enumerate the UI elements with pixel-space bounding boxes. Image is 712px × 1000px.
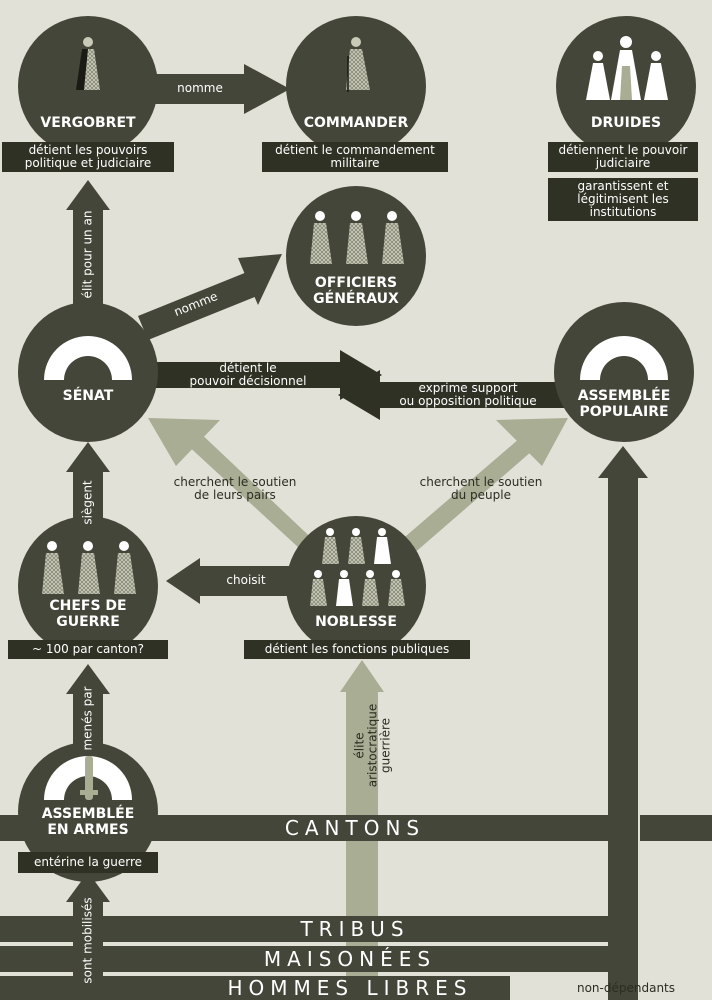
hemicycle-icon [44,756,132,800]
druides-caption-2: garantissent et légitimisent les institu… [548,178,698,221]
label-choisit: choisit [226,573,266,587]
assemblee-armes-title: ASSEMBLÉE EN ARMES [18,806,158,838]
label-non-dependants: non-dépendants [576,981,676,995]
figure-chef-icon [78,541,100,594]
commander-title: COMMANDER [303,115,409,131]
band-cantons-right [640,815,712,841]
noblesse-title: NOBLESSE [315,614,397,630]
vergobret-caption: détient les pouvoirs politique et judici… [2,142,174,172]
band-hommes-libres [0,976,510,1000]
figure-officier-icon [382,211,404,264]
figure-noble-icon [388,570,405,606]
arrow-nomme-officiers [138,254,282,340]
label-siegent: siègent [80,480,95,525]
band-tribus [0,916,610,942]
druides-title: DRUIDES [590,115,662,131]
label-elite-guerriere: élite aristocratique guerrière [353,691,393,801]
figure-vergobret-icon [76,37,100,90]
assemblee-armes-caption: entérine la guerre [18,852,158,873]
label-peuple-line2: du peuple [451,488,511,502]
vergobret-title: VERGOBRET [40,115,136,131]
label-pairs-line1: cherchent le soutien [173,475,297,489]
arrow-detient-decisionnel [150,350,382,400]
figure-druide-icon [611,36,641,100]
label-detient-decisionnel: détient le pouvoir décisionnel [158,362,338,388]
figure-officier-icon [310,211,332,264]
figure-druide-icon [586,51,610,100]
circle-assemblee-populaire [554,302,694,442]
chefs-title-line1: CHEFS DE [49,598,127,614]
arrow-nomme-commander [150,64,290,114]
band-maisonees-label: MAISONÉES [263,947,437,971]
arrow-elit-vergobret [66,180,110,310]
arrow-non-dependants [598,446,648,1000]
chefs-title-line2: GUERRE [56,614,120,630]
chefs-caption: ~ 100 par canton? [8,640,168,659]
label-exprime-line2: ou opposition politique [399,394,537,408]
assemblee-populaire-title: ASSEMBLÉE POPULAIRE [554,388,694,420]
band-cantons-label: CANTONS [284,816,426,840]
officiers-title: OFFICIERS GÉNÉRAUX [286,275,426,307]
label-nomme-top: nomme [177,81,223,95]
commander-caption: détient le commandement militaire [262,142,448,172]
figure-noble-icon [322,528,339,564]
figure-chef-icon [114,541,136,594]
arrow-choisit [166,558,300,604]
band-tribus-label: TRIBUS [300,917,410,941]
arrow-menes-par [66,664,110,750]
label-pairs-line2: de leurs pairs [194,488,276,502]
figure-officier-icon [346,211,368,264]
figure-commander-icon [346,37,370,92]
figure-noble-icon [362,570,379,606]
figure-noble-icon [336,570,353,606]
assemblee-populaire-title-line2: POPULAIRE [579,404,669,420]
druides-caption-1: détiennent le pouvoir judiciaire [548,142,698,172]
label-sont-mobilises: sont mobilisés [80,897,95,984]
figure-chef-icon [42,541,64,594]
label-exprime-line1: exprime support [418,381,518,395]
label-elite-line3: guerrière [378,717,393,774]
circle-senat [18,302,158,442]
label-cherchent-pairs: cherchent le soutien de leurs pairs [150,476,320,502]
chefs-title: CHEFS DE GUERRE [18,598,158,630]
label-detient-line2: pouvoir décisionnel [189,374,307,388]
label-elit: élit pour un an [80,210,95,299]
officiers-title-line1: OFFICIERS [314,275,398,291]
circle-noblesse [286,516,426,656]
sword-icon [80,756,98,800]
noblesse-caption: détient les fonctions publiques [244,640,470,659]
figure-noble-icon [348,528,365,564]
officiers-title-line2: GÉNÉRAUX [313,291,399,307]
label-detient-line1: détient le [219,361,277,375]
assemblee-armes-title-line2: EN ARMES [47,822,129,838]
arrow-noblesse-to-populaire [392,418,568,562]
assemblee-populaire-title-line1: ASSEMBLÉE [577,388,671,404]
label-exprime-support: exprime support ou opposition politique [374,382,562,408]
figure-noble-icon [310,570,327,606]
band-hommes-libres-label: HOMMES LIBRES [227,976,473,1000]
label-menes-par: menés par [80,686,95,751]
hemicycle-icon [580,336,668,380]
senat-title: SÉNAT [62,388,114,404]
hemicycle-icon [44,336,132,380]
label-cherchent-peuple: cherchent le soutien du peuple [396,476,566,502]
assemblee-armes-title-line1: ASSEMBLÉE [41,806,135,822]
arrow-exprime-support [338,370,564,420]
band-maisonees [0,946,610,972]
arrow-noblesse-to-senat [148,418,322,560]
label-peuple-line1: cherchent le soutien [419,475,543,489]
figure-noble-icon [374,528,391,564]
figure-druide-icon [644,51,668,100]
